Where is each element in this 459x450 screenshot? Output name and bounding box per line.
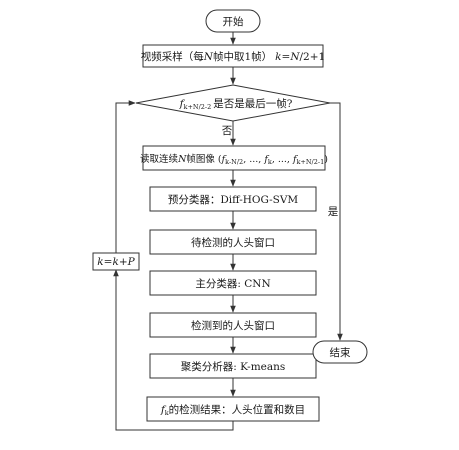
pre-classifier-label: 预分类器：Diff-HOG-SVM [168, 193, 299, 206]
cluster-label: 聚类分析器: K-means [181, 360, 286, 373]
cluster-box: 聚类分析器: K-means [149, 353, 317, 379]
no-label: 否 [222, 125, 233, 137]
arrow-decision-to-end [330, 102, 343, 341]
pre-classifier-box: 预分类器：Diff-HOG-SVM [149, 186, 317, 212]
sampling-label: 视频采样（每N帧中取1帧）k=N/2+1 [141, 50, 325, 63]
end-node: 结束 [312, 340, 368, 364]
main-classifier-box: 主分类器: CNN [149, 270, 317, 296]
read-frames-box: 读取连续N帧图像 (fk-N/2, ..., fk, ..., fk+N/2-1… [140, 145, 328, 171]
increment-label: k=k+P [97, 256, 135, 268]
result-box: fk的检测结果：人头位置和数目 [146, 396, 320, 422]
main-classifier-label: 主分类器: CNN [195, 277, 270, 290]
candidate-windows-box: 待检测的人头窗口 [149, 229, 317, 255]
result-label: fk的检测结果：人头位置和数目 [160, 403, 305, 417]
increment-box: k=k+P [92, 252, 140, 271]
yes-label: 是 [328, 206, 339, 218]
loop-line-result-to-increment [113, 269, 234, 431]
start-node: 开始 [205, 9, 261, 33]
detected-windows-label: 检测到的人头窗口 [191, 319, 275, 332]
loop-line-increment-to-decision [115, 100, 136, 253]
detected-windows-box: 检测到的人头窗口 [149, 312, 317, 338]
read-frames-label: 读取连续N帧图像 (fk-N/2, ..., fk, ..., fk+N/2-1… [140, 153, 328, 166]
start-label: 开始 [223, 15, 244, 28]
end-label: 结束 [330, 346, 351, 359]
sampling-box: 视频采样（每N帧中取1帧）k=N/2+1 [141, 44, 325, 68]
candidate-windows-label: 待检测的人头窗口 [191, 236, 275, 249]
